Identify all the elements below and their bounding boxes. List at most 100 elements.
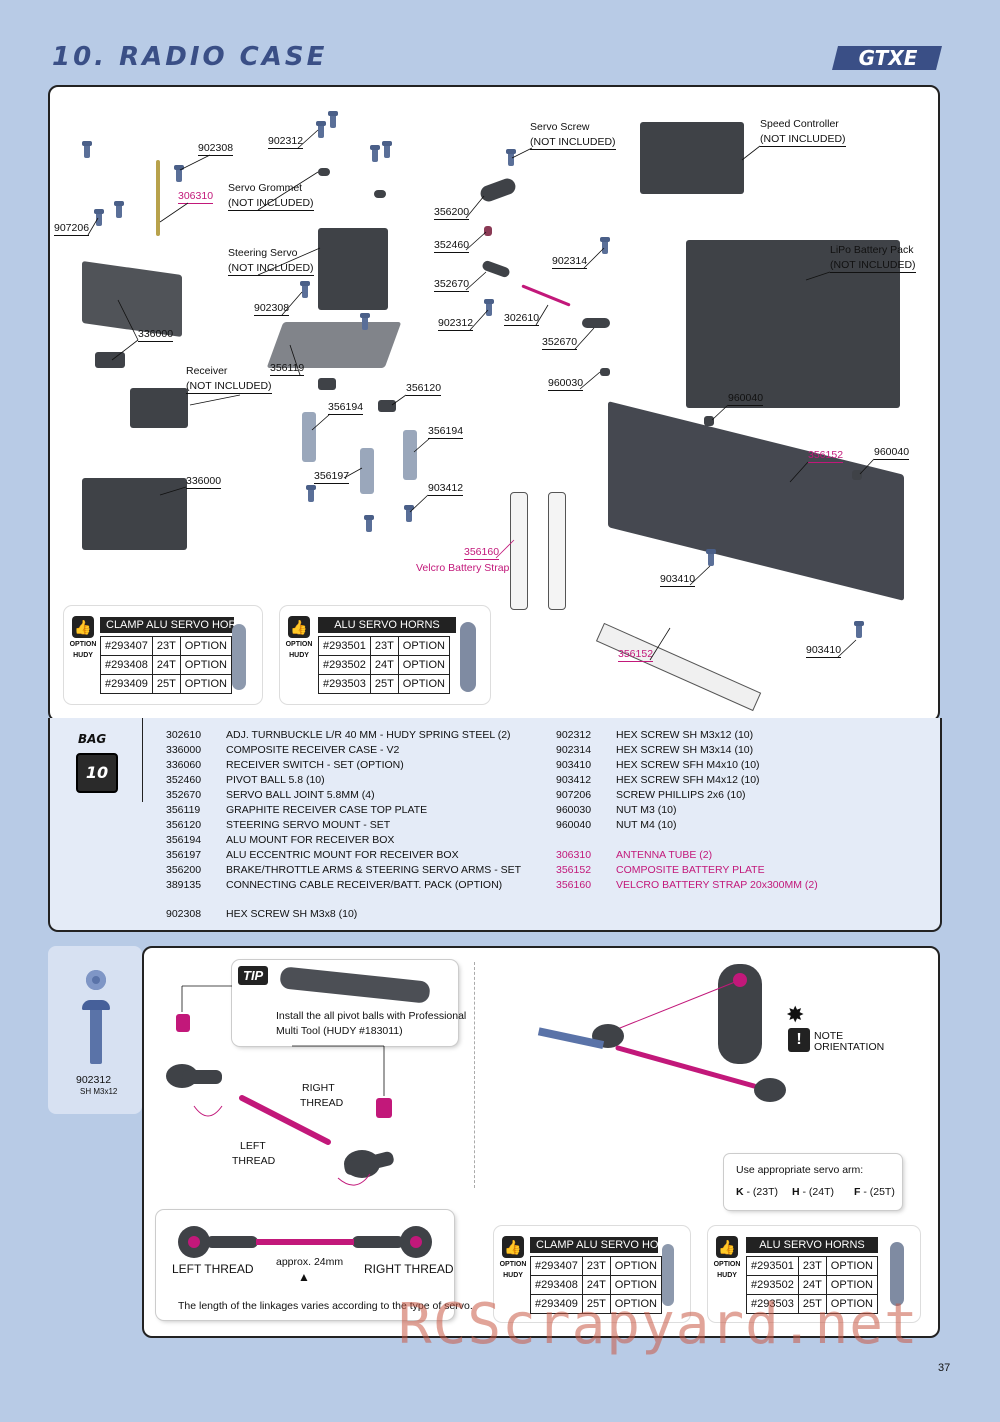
servo-arm-f: F - (25T)	[854, 1186, 895, 1198]
tip-text-1: Install the all pivot balls with Profess…	[276, 1010, 467, 1022]
note-exclamation-icon: !	[788, 1028, 810, 1052]
option-box-title: ALU SERVO HORNS	[746, 1237, 878, 1253]
label-902312: 902312	[268, 135, 304, 149]
bag-number: 10	[76, 753, 118, 793]
parts-list-panel	[48, 718, 942, 932]
label-960040: 960040	[728, 392, 764, 406]
servo-arm-k: K - (23T)	[736, 1186, 779, 1198]
servo-arm-text: Use appropriate servo arm:	[736, 1164, 864, 1176]
label-356152: 356152	[808, 449, 844, 463]
note-star-icon: ✸	[786, 1002, 805, 1027]
label-lipo-note: (NOT INCLUDED)	[830, 259, 916, 273]
label-902314: 902314	[552, 255, 588, 269]
hudy-label: HUDY	[73, 652, 93, 659]
label-speed-controller-note: (NOT INCLUDED)	[760, 133, 846, 147]
label-903412: 903412	[428, 482, 464, 496]
servo-mount-b	[378, 400, 396, 412]
screw-icon	[174, 165, 184, 182]
label-servo-grommet-note: (NOT INCLUDED)	[228, 197, 314, 211]
velcro-strap-2	[548, 492, 566, 610]
screw-icon	[328, 111, 338, 128]
nut-icon	[704, 416, 714, 426]
label-903410: 903410	[660, 573, 696, 587]
thumbs-up-icon: 👍	[716, 1236, 738, 1258]
servo-arm-box	[724, 1154, 902, 1210]
option-box-title: CLAMP ALU SERVO HORNS	[100, 617, 252, 633]
gtxe-logo: GTXE	[832, 46, 942, 70]
screw-icon	[306, 485, 316, 502]
label-336000-b: 336000	[186, 475, 222, 489]
label-lipo: LiPo Battery Pack	[830, 244, 914, 256]
label-302610: 302610	[504, 312, 540, 326]
approx-arrow-icon: ▲	[298, 1270, 310, 1284]
screw-icon	[370, 145, 380, 162]
option-box-title: ALU SERVO HORNS	[318, 617, 456, 633]
label-352460: 352460	[434, 239, 470, 253]
bag-divider	[142, 718, 143, 802]
screw-icon	[854, 621, 864, 638]
screw-icon	[300, 281, 310, 298]
screw-icon	[316, 121, 326, 138]
option-label: OPTION	[285, 641, 313, 648]
screw-icon	[364, 515, 374, 532]
receiver-case	[82, 478, 187, 550]
label-356194-b: 356194	[428, 425, 464, 439]
label-960040-b: 960040	[874, 446, 910, 460]
alu-mount-1	[302, 412, 316, 462]
alu-horn-image	[890, 1242, 904, 1306]
hudy-label: HUDY	[717, 1272, 737, 1279]
servo-mount-a	[318, 378, 336, 390]
label-speed-controller: Speed Controller	[760, 118, 839, 130]
screw-icon	[94, 209, 104, 226]
label-left-thread-bottom: LEFT THREAD	[172, 1262, 254, 1276]
screw-icon	[82, 141, 92, 158]
ball-joint-2	[582, 318, 610, 328]
option-box-title: CLAMP ALU SERVO HORNS	[530, 1237, 682, 1253]
tip-badge: TIP	[238, 966, 269, 985]
receiver-box	[130, 388, 188, 428]
steering-servo	[318, 228, 388, 310]
label-left-thread-2: THREAD	[232, 1155, 276, 1167]
watermark: RCScrapyard.net	[398, 1292, 919, 1357]
screw-head-icon	[82, 1000, 110, 1010]
option-label: OPTION	[69, 641, 97, 648]
label-receiver: Receiver	[186, 365, 228, 377]
screw-icon	[484, 299, 494, 316]
label-902308-b: 902308	[254, 302, 290, 316]
panel-divider	[474, 962, 475, 1188]
label-356194: 356194	[328, 401, 364, 415]
screw-large-icon	[90, 1002, 102, 1064]
label-right-thread-2: THREAD	[300, 1097, 344, 1109]
label-right-thread-bottom: RIGHT THREAD	[364, 1262, 454, 1276]
label-907206: 907206	[54, 222, 90, 236]
grommet	[318, 168, 330, 176]
alu-mount-2	[403, 430, 417, 480]
label-902308: 902308	[198, 142, 234, 156]
label-steering-servo: Steering Servo	[228, 247, 298, 259]
label-352670-b: 352670	[542, 336, 578, 350]
screw-icon	[600, 237, 610, 254]
hudy-label: HUDY	[503, 1272, 523, 1279]
